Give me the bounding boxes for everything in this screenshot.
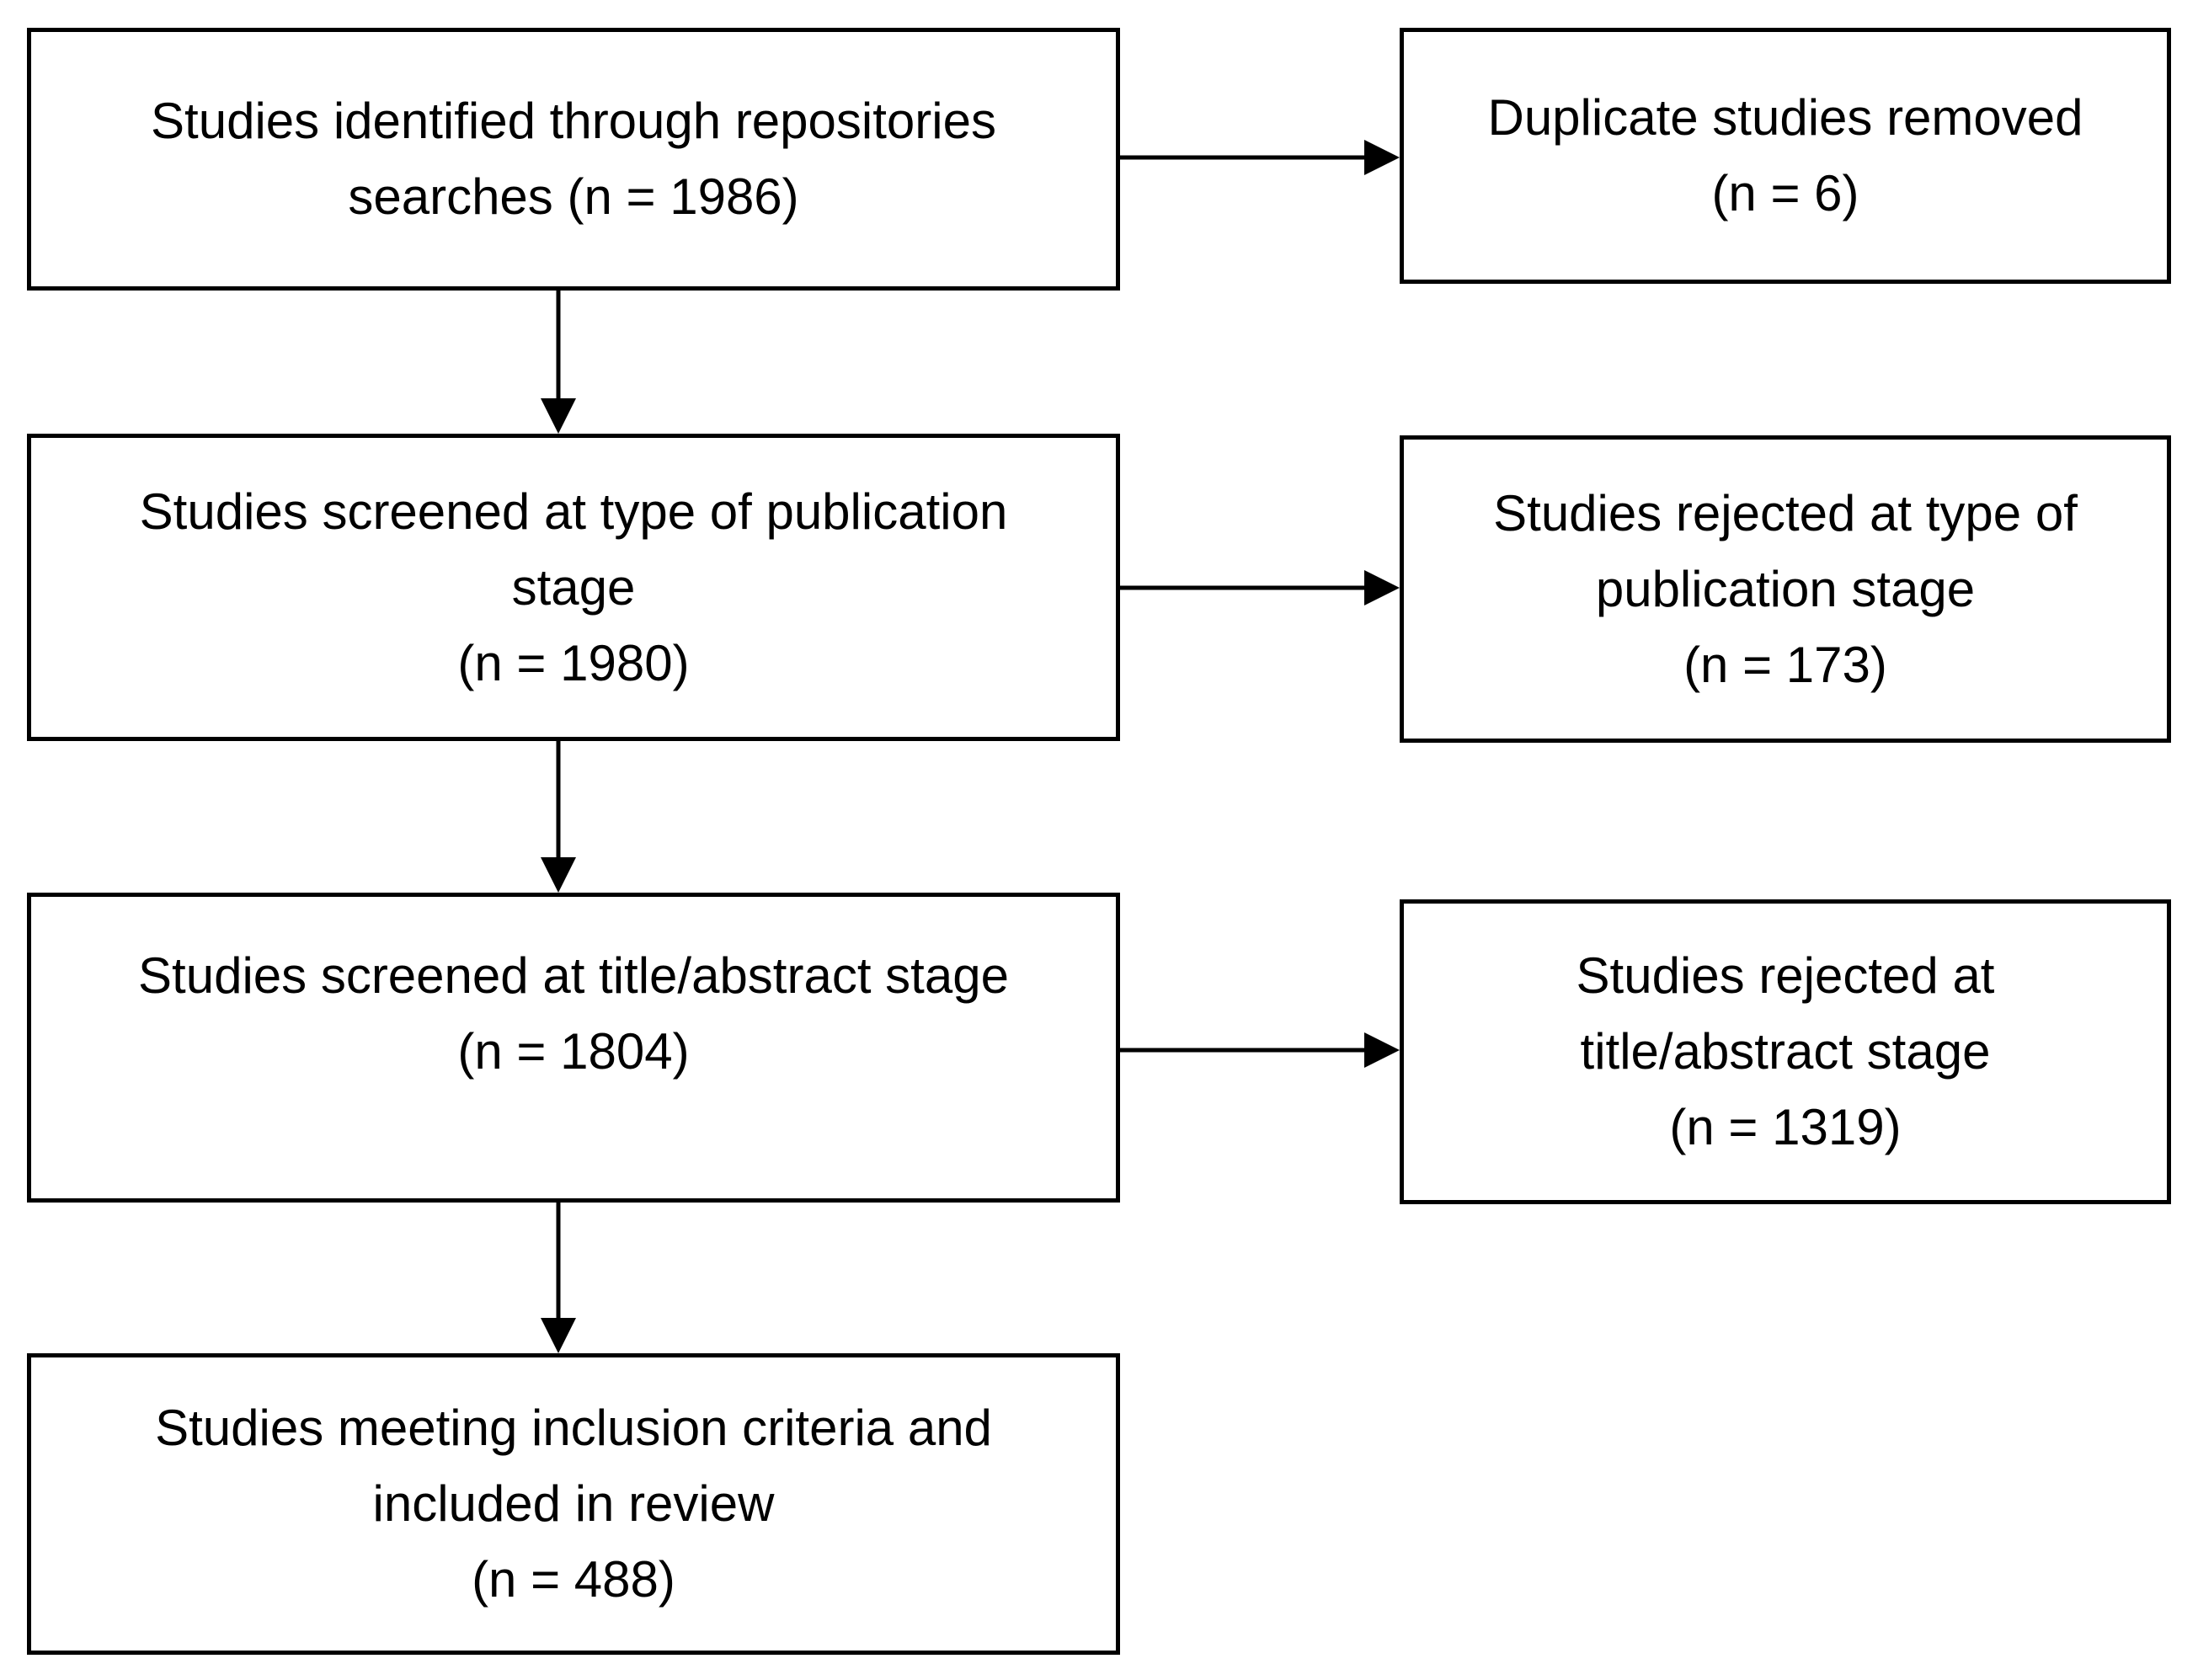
box-duplicates-removed-line-1: Duplicate studies removed: [1487, 89, 2083, 146]
box-screened-publication-line-1: Studies screened at type of publication: [139, 483, 1008, 540]
box-studies-identified-line-1: Studies identified through repositories: [151, 93, 996, 149]
box-rejected-title-abstract-line-2: title/abstract stage: [1580, 1023, 1991, 1080]
box-screened-title-abstract-line-2: (n = 1804): [457, 1023, 690, 1080]
box-included-in-review-line-3: (n = 488): [472, 1551, 675, 1608]
box-studies-identified: Studies identified through repositories …: [27, 28, 1120, 291]
box-included-in-review: Studies meeting inclusion criteria and i…: [27, 1353, 1120, 1655]
box-rejected-title-abstract-stage: Studies rejected at title/abstract stage…: [1400, 899, 2171, 1204]
box-rejected-title-abstract-line-3: (n = 1319): [1669, 1099, 1902, 1155]
box-rejected-publication-line-3: (n = 173): [1683, 636, 1887, 693]
box-rejected-title-abstract-line-1: Studies rejected at: [1576, 947, 1995, 1004]
box-duplicates-removed-line-2: (n = 6): [1711, 165, 1859, 221]
box-rejected-publication-line-1: Studies rejected at type of: [1493, 484, 2078, 541]
box-duplicates-removed: Duplicate studies removed (n = 6): [1400, 28, 2171, 284]
arrow-screened-publication-to-screened-title-abstract: [541, 741, 576, 893]
box-rejected-publication-stage: Studies rejected at type of publication …: [1400, 435, 2171, 743]
arrow-identified-to-screened-publication: [541, 291, 576, 434]
box-included-in-review-line-1: Studies meeting inclusion criteria and: [155, 1400, 992, 1456]
box-rejected-publication-line-2: publication stage: [1595, 560, 1976, 617]
box-screened-title-abstract-line-1: Studies screened at title/abstract stage: [138, 947, 1009, 1004]
arrow-screened-title-abstract-to-included: [541, 1203, 576, 1353]
box-screened-title-abstract-stage: Studies screened at title/abstract stage…: [27, 893, 1120, 1203]
box-screened-publication-line-2: stage: [511, 558, 636, 616]
box-included-in-review-line-2: included in review: [372, 1475, 775, 1532]
box-screened-publication-stage: Studies screened at type of publication …: [27, 434, 1120, 741]
box-studies-identified-line-2: searches (n = 1986): [348, 168, 799, 225]
arrow-screened-publication-to-rejected-publication: [1120, 570, 1400, 605]
arrow-identified-to-duplicates: [1120, 140, 1400, 175]
arrow-screened-title-abstract-to-rejected-title-abstract: [1120, 1032, 1400, 1068]
box-screened-publication-line-3: (n = 1980): [457, 634, 690, 691]
